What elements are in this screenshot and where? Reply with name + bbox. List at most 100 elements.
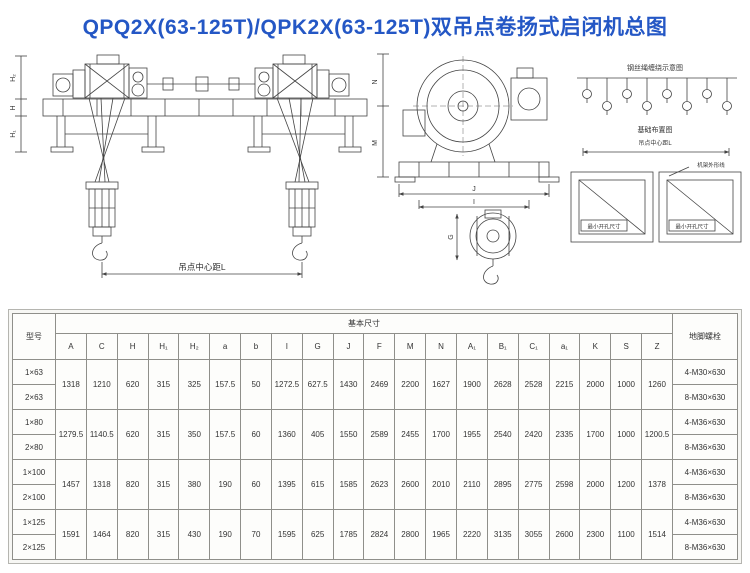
dim-cell: 820	[116, 459, 149, 510]
dim-cell: 1260	[641, 359, 673, 410]
dim-col-header: M	[394, 333, 427, 360]
dim-cell: 2420	[517, 409, 550, 460]
bolt-cell: 4-M30×630	[672, 359, 738, 385]
dim-h-label: H	[10, 105, 17, 110]
dim-cell: 2628	[486, 359, 519, 410]
dim-cell: 315	[147, 409, 180, 460]
model-cell: 1×125	[12, 509, 56, 535]
bolt-cell: 8-M36×630	[672, 534, 738, 560]
dim-cell: 1210	[85, 359, 118, 410]
dim-cell: 2775	[517, 459, 550, 510]
dim-cell: 2623	[363, 459, 396, 510]
dim-cell: 60	[240, 409, 272, 460]
dim-cell: 2528	[517, 359, 550, 410]
dim-cell: 2220	[455, 509, 488, 560]
dim-cell: 627.5	[301, 359, 334, 410]
dim-cell: 625	[301, 509, 334, 560]
dim-col-header: I	[270, 333, 303, 360]
dim-col-header: J	[332, 333, 365, 360]
dim-col-header: a	[209, 333, 242, 360]
dim-cell: 1965	[425, 509, 457, 560]
dim-col-header: F	[363, 333, 396, 360]
dim-cell: 2895	[486, 459, 519, 510]
dim-cell: 1627	[425, 359, 457, 410]
dim-col-header: b	[240, 333, 272, 360]
dim-col-header: A₁	[455, 333, 488, 360]
dim-cell: 1457	[55, 459, 87, 510]
dim-cell: 1430	[332, 359, 365, 410]
model-column-header: 型号	[12, 313, 56, 360]
frame-outline-label: 机架外形线	[697, 161, 725, 169]
model-cell: 1×80	[12, 409, 56, 435]
dim-col-header: H	[116, 333, 149, 360]
dim-cell: 2300	[579, 509, 612, 560]
dim-cell: 315	[147, 509, 180, 560]
min-opening-label-b: 最小开孔尺寸	[675, 223, 709, 231]
dim-cell: 70	[240, 509, 272, 560]
table-row: 2×125 8-M36×630	[12, 534, 738, 560]
anchor-bolt-header: 地脚螺栓	[672, 313, 738, 360]
dim-cell: 1700	[425, 409, 457, 460]
dim-cell: 1955	[455, 409, 488, 460]
dim-cell: 3055	[517, 509, 550, 560]
dim-cell: 1785	[332, 509, 365, 560]
dim-cell: 2010	[425, 459, 457, 510]
dim-col-header: Z	[641, 333, 673, 360]
dim-cell: 2200	[394, 359, 427, 410]
dim-cell: 350	[178, 409, 211, 460]
dim-cell: 615	[301, 459, 334, 510]
dim-cell: 1000	[610, 359, 643, 410]
bolt-cell: 4-M36×630	[672, 459, 738, 485]
dim-cell: 2469	[363, 359, 396, 410]
dim-cell: 50	[240, 359, 272, 410]
detail-views	[570, 77, 742, 243]
dim-cell: 315	[147, 459, 180, 510]
dim-cell: 2600	[548, 509, 581, 560]
dim-col-header: C	[85, 333, 118, 360]
dim-col-header: a₁	[548, 333, 581, 360]
model-cell: 1×63	[12, 359, 56, 385]
dim-cell: 2824	[363, 509, 396, 560]
dim-cell: 1200	[610, 459, 643, 510]
technical-drawing: 吊点中心距L H₂ H H₁ N M J I G 钢丝绳缠绕示意图 基础布置图 …	[10, 53, 742, 285]
dim-cell: 3135	[486, 509, 519, 560]
basic-dims-header: 基本尺寸	[55, 313, 673, 334]
model-cell: 2×125	[12, 534, 56, 560]
bolt-cell: 8-M30×630	[672, 384, 738, 410]
drawing-area: 吊点中心距L H₂ H H₁ N M J I G 钢丝绳缠绕示意图 基础布置图 …	[5, 44, 745, 302]
dim-cell: 2589	[363, 409, 396, 460]
dim-cell: 1585	[332, 459, 365, 510]
dim-cell: 315	[147, 359, 180, 410]
dim-cell: 190	[209, 459, 242, 510]
min-opening-label-a: 最小开孔尺寸	[587, 223, 621, 231]
dim-cell: 620	[116, 359, 149, 410]
foundation-plan-label: 基础布置图	[638, 125, 673, 134]
dim-cell: 2800	[394, 509, 427, 560]
dim-col-header: B₁	[486, 333, 519, 360]
dim-cell: 325	[178, 359, 211, 410]
dim-cell: 60	[240, 459, 272, 510]
dim-m-label: M	[372, 140, 379, 146]
bolt-cell: 4-M36×630	[672, 409, 738, 435]
dim-cell: 1140.5	[85, 409, 118, 460]
dim-cell: 1595	[270, 509, 303, 560]
dim-cell: 1900	[455, 359, 488, 410]
dim-g-label: G	[448, 234, 455, 239]
bolt-cell: 4-M36×630	[672, 509, 738, 535]
front-view	[15, 54, 368, 278]
dim-i-label: I	[473, 199, 475, 206]
dim-cell: 1000	[610, 409, 643, 460]
dim-cell: 405	[301, 409, 334, 460]
dim-cell: 1395	[270, 459, 303, 510]
dim-cell: 2455	[394, 409, 427, 460]
dim-col-header: N	[425, 333, 457, 360]
dim-col-header: S	[610, 333, 643, 360]
page-title: QPQ2X(63-125T)/QPK2X(63-125T)双吊点卷扬式启闭机总图	[82, 16, 668, 39]
